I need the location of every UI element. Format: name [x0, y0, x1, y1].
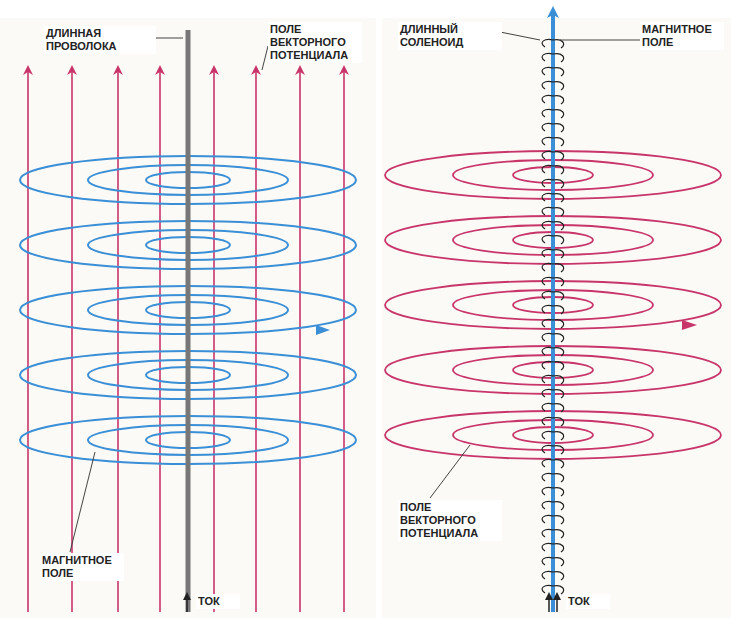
vector-potential-arrow — [255, 70, 257, 612]
current-arrow — [186, 596, 188, 612]
field-label: ДЛИННАЯ ПРОВОЛОКА — [44, 26, 156, 54]
field-label: МАГНИТНОЕ ПОЛЕ — [40, 553, 124, 581]
field-label: ПОЛЕ ВЕКТОРНОГО ПОТЕНЦИАЛА — [398, 500, 502, 541]
vector-potential-arrow — [117, 70, 119, 612]
field-label: МАГНИТНОЕ ПОЛЕ — [640, 22, 724, 50]
current-arrow — [548, 596, 550, 612]
vector-potential-arrow — [299, 70, 301, 612]
vector-potential-arrow — [71, 70, 73, 612]
solenoid-coil — [542, 39, 563, 594]
field-label: ТОК — [196, 594, 240, 609]
field-label: ПОЛЕ ВЕКТОРНОГО ПОТЕНЦИАЛА — [268, 22, 362, 63]
current-arrow — [556, 596, 558, 612]
left-panel — [0, 18, 376, 618]
vector-potential-arrow — [159, 70, 161, 612]
ring-direction-arrow — [682, 320, 697, 330]
long-wire — [186, 30, 191, 612]
coil-winding — [542, 39, 563, 594]
right-panel — [382, 18, 731, 618]
ring-direction-arrow — [316, 325, 330, 335]
magnetic-field-line — [551, 12, 555, 612]
leader-lines — [70, 32, 640, 552]
vector-potential-arrow — [213, 70, 215, 612]
vector-potential-arrow — [27, 70, 29, 612]
vector-potential-arrow — [343, 70, 345, 612]
field-label: ТОК — [566, 594, 610, 609]
field-label: ДЛИННЫЙ СОЛЕНОИД — [398, 22, 502, 50]
